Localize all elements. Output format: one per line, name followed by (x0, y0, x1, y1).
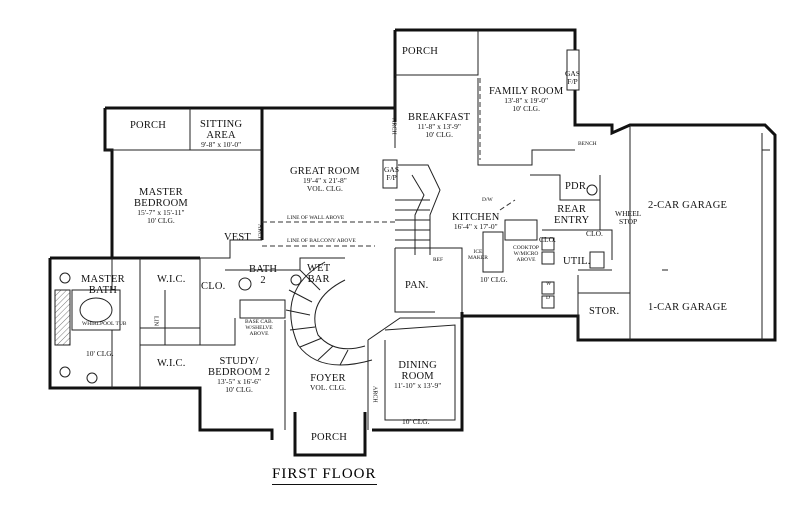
line-of-balcony-above-note: LINE OF BALCONY ABOVE (287, 238, 356, 244)
kitchen-ceiling-label: 10' CLG. (480, 275, 508, 284)
wic-lower-label: W.I.C. (157, 358, 186, 369)
lines-above (262, 78, 516, 247)
washer-note: W (546, 281, 552, 287)
one-car-garage-label: 1-CAR GARAGE (648, 302, 728, 313)
kitchen-island (482, 231, 504, 273)
bath-cabinet-note: BASE CAB. W/SHELVE ABOVE (244, 319, 274, 337)
whirlpool-tub-note: WHIRLPOOL TUB (82, 321, 127, 327)
linen-closet-note: LIN (152, 316, 159, 326)
pantry-label: PAN. (405, 280, 429, 291)
rear-stair (395, 164, 441, 255)
arch-note-dining: ARCH (371, 386, 378, 403)
floor-title: FIRST FLOOR (272, 466, 377, 485)
arch-note-vest: ARCH (256, 224, 263, 241)
line-of-wall-above-note: LINE OF WALL ABOVE (287, 215, 345, 221)
porch-left-label: PORCH (130, 120, 167, 131)
vestibule-label: VEST (224, 232, 252, 243)
closet-label: CLO. (201, 281, 226, 292)
entry-closet-label: CLO. (586, 229, 603, 238)
kitchen-closet-label: CLO. (539, 235, 556, 244)
fixtures (54, 49, 605, 384)
dryer-note: D (546, 295, 550, 301)
garage-openings (662, 149, 770, 271)
cooktop-note: COOKTOP W/MICRO ABOVE (513, 245, 539, 263)
wic-upper-label: W.I.C. (157, 274, 186, 285)
bench-note: BENCH (578, 141, 597, 147)
dining-ceiling-label: 10' CLG. (402, 417, 430, 426)
main-stair-curved (285, 261, 373, 366)
exterior-walls (48, 28, 777, 457)
utility-label: UTIL. (563, 256, 591, 267)
storage-label: STOR. (589, 306, 620, 317)
two-car-garage-label: 2-CAR GARAGE (648, 200, 728, 211)
dishwasher-note: D/W (482, 197, 493, 203)
shower (54, 289, 71, 346)
porch-top-label: PORCH (402, 46, 439, 57)
master-bath-ceiling-label: 10' CLG. (86, 349, 114, 358)
arch-note-breakfast: ARCH (390, 118, 397, 135)
powder-room-label: PDR. (565, 181, 589, 192)
refrigerator-note: REF (433, 257, 444, 263)
porch-front-label: PORCH (311, 432, 348, 443)
